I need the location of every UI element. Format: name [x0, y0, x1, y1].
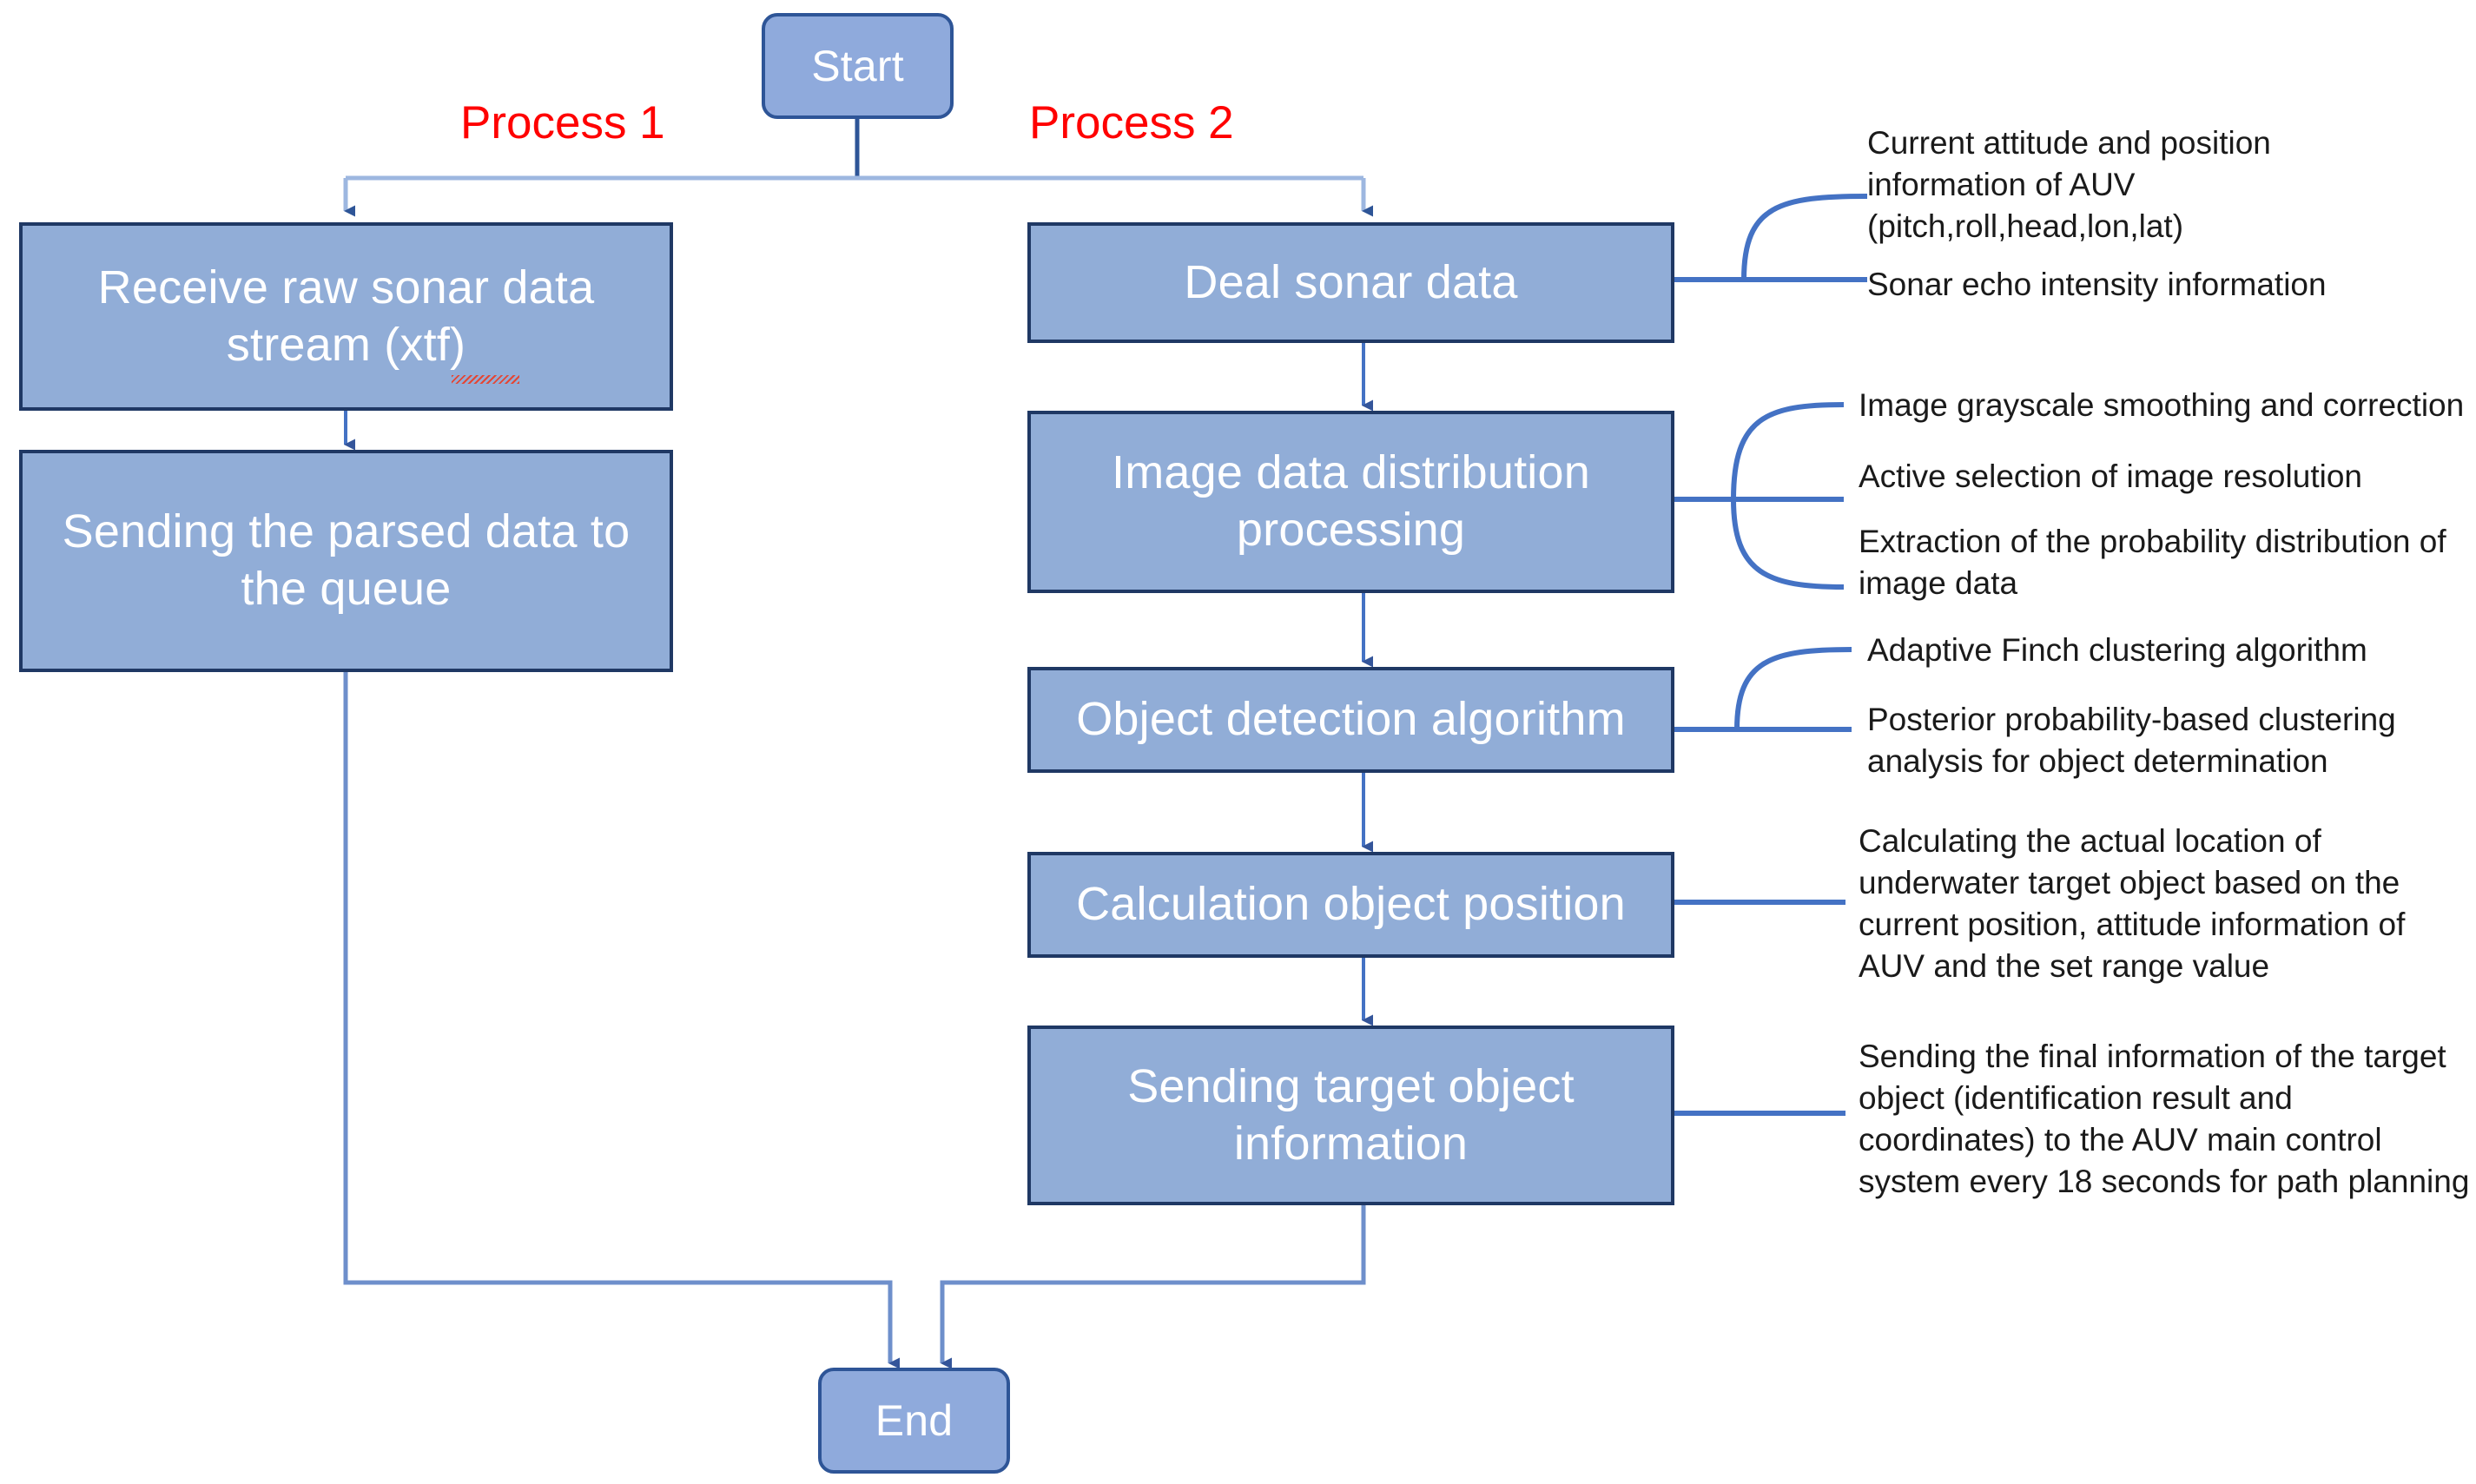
end-terminator-label: End [875, 1395, 954, 1445]
node-image-data-distribution[interactable]: Image data distribution processing [1027, 411, 1674, 593]
note-object-detection-algorithm-2: Posterior probability-based clustering a… [1867, 702, 2396, 780]
bracket-object-detection-algorithm [1674, 647, 1852, 732]
node-receive-raw-sonar[interactable]: Receive raw sonar data stream (xtf) [19, 222, 673, 411]
connector-sending-to-end [940, 1205, 1366, 1369]
start-terminator[interactable]: Start [762, 13, 954, 119]
bracket-image-data-distribution [1674, 402, 1845, 590]
note-image-data-distribution-3: Extraction of the probability distributi… [1859, 524, 2446, 602]
bracket-deal-sonar-data [1674, 194, 1868, 282]
end-terminator[interactable]: End [818, 1368, 1010, 1474]
note-deal-sonar-data-2: Sonar echo intensity information [1867, 267, 2327, 302]
note-object-detection-algorithm-1: Adaptive Finch clustering algorithm [1867, 632, 2367, 668]
note-calculation-object-position-1: Calculating the actual location of under… [1859, 823, 2406, 985]
node-sending-target-object-information[interactable]: Sending target object information [1027, 1026, 1674, 1205]
node-deal-sonar-data-label: Deal sonar data [1184, 255, 1518, 308]
node-send-parsed-queue[interactable]: Sending the parsed data to the queue [19, 450, 673, 672]
spellcheck-squiggle-xtf [452, 375, 519, 384]
start-terminator-label: Start [811, 41, 904, 90]
branch-label-process-1: Process 1 [460, 97, 665, 148]
node-receive-raw-sonar-label: Receive raw sonar data stream (xtf) [97, 261, 595, 371]
node-calculation-object-position[interactable]: Calculation object position [1027, 852, 1674, 958]
branch-label-process-2: Process 2 [1029, 97, 1234, 148]
node-send-parsed-queue-label: Sending the parsed data to the queue [62, 505, 631, 615]
node-sending-target-object-information-label: Sending target object information [1127, 1059, 1575, 1170]
node-image-data-distribution-label: Image data distribution processing [1112, 446, 1590, 556]
node-calculation-object-position-label: Calculation object position [1076, 878, 1626, 931]
note-image-data-distribution-1: Image grayscale smoothing and correction [1859, 387, 2465, 423]
note-image-data-distribution-2: Active selection of image resolution [1859, 458, 2362, 494]
note-sending-target-object-information-1: Sending the final information of the tar… [1859, 1039, 2470, 1200]
connector-queue-to-end [343, 672, 900, 1369]
node-object-detection-algorithm[interactable]: Object detection algorithm [1027, 667, 1674, 773]
node-object-detection-algorithm-label: Object detection algorithm [1076, 693, 1626, 746]
node-deal-sonar-data[interactable]: Deal sonar data [1027, 222, 1674, 343]
note-deal-sonar-data-1: Current attitude and position informatio… [1867, 125, 2271, 245]
